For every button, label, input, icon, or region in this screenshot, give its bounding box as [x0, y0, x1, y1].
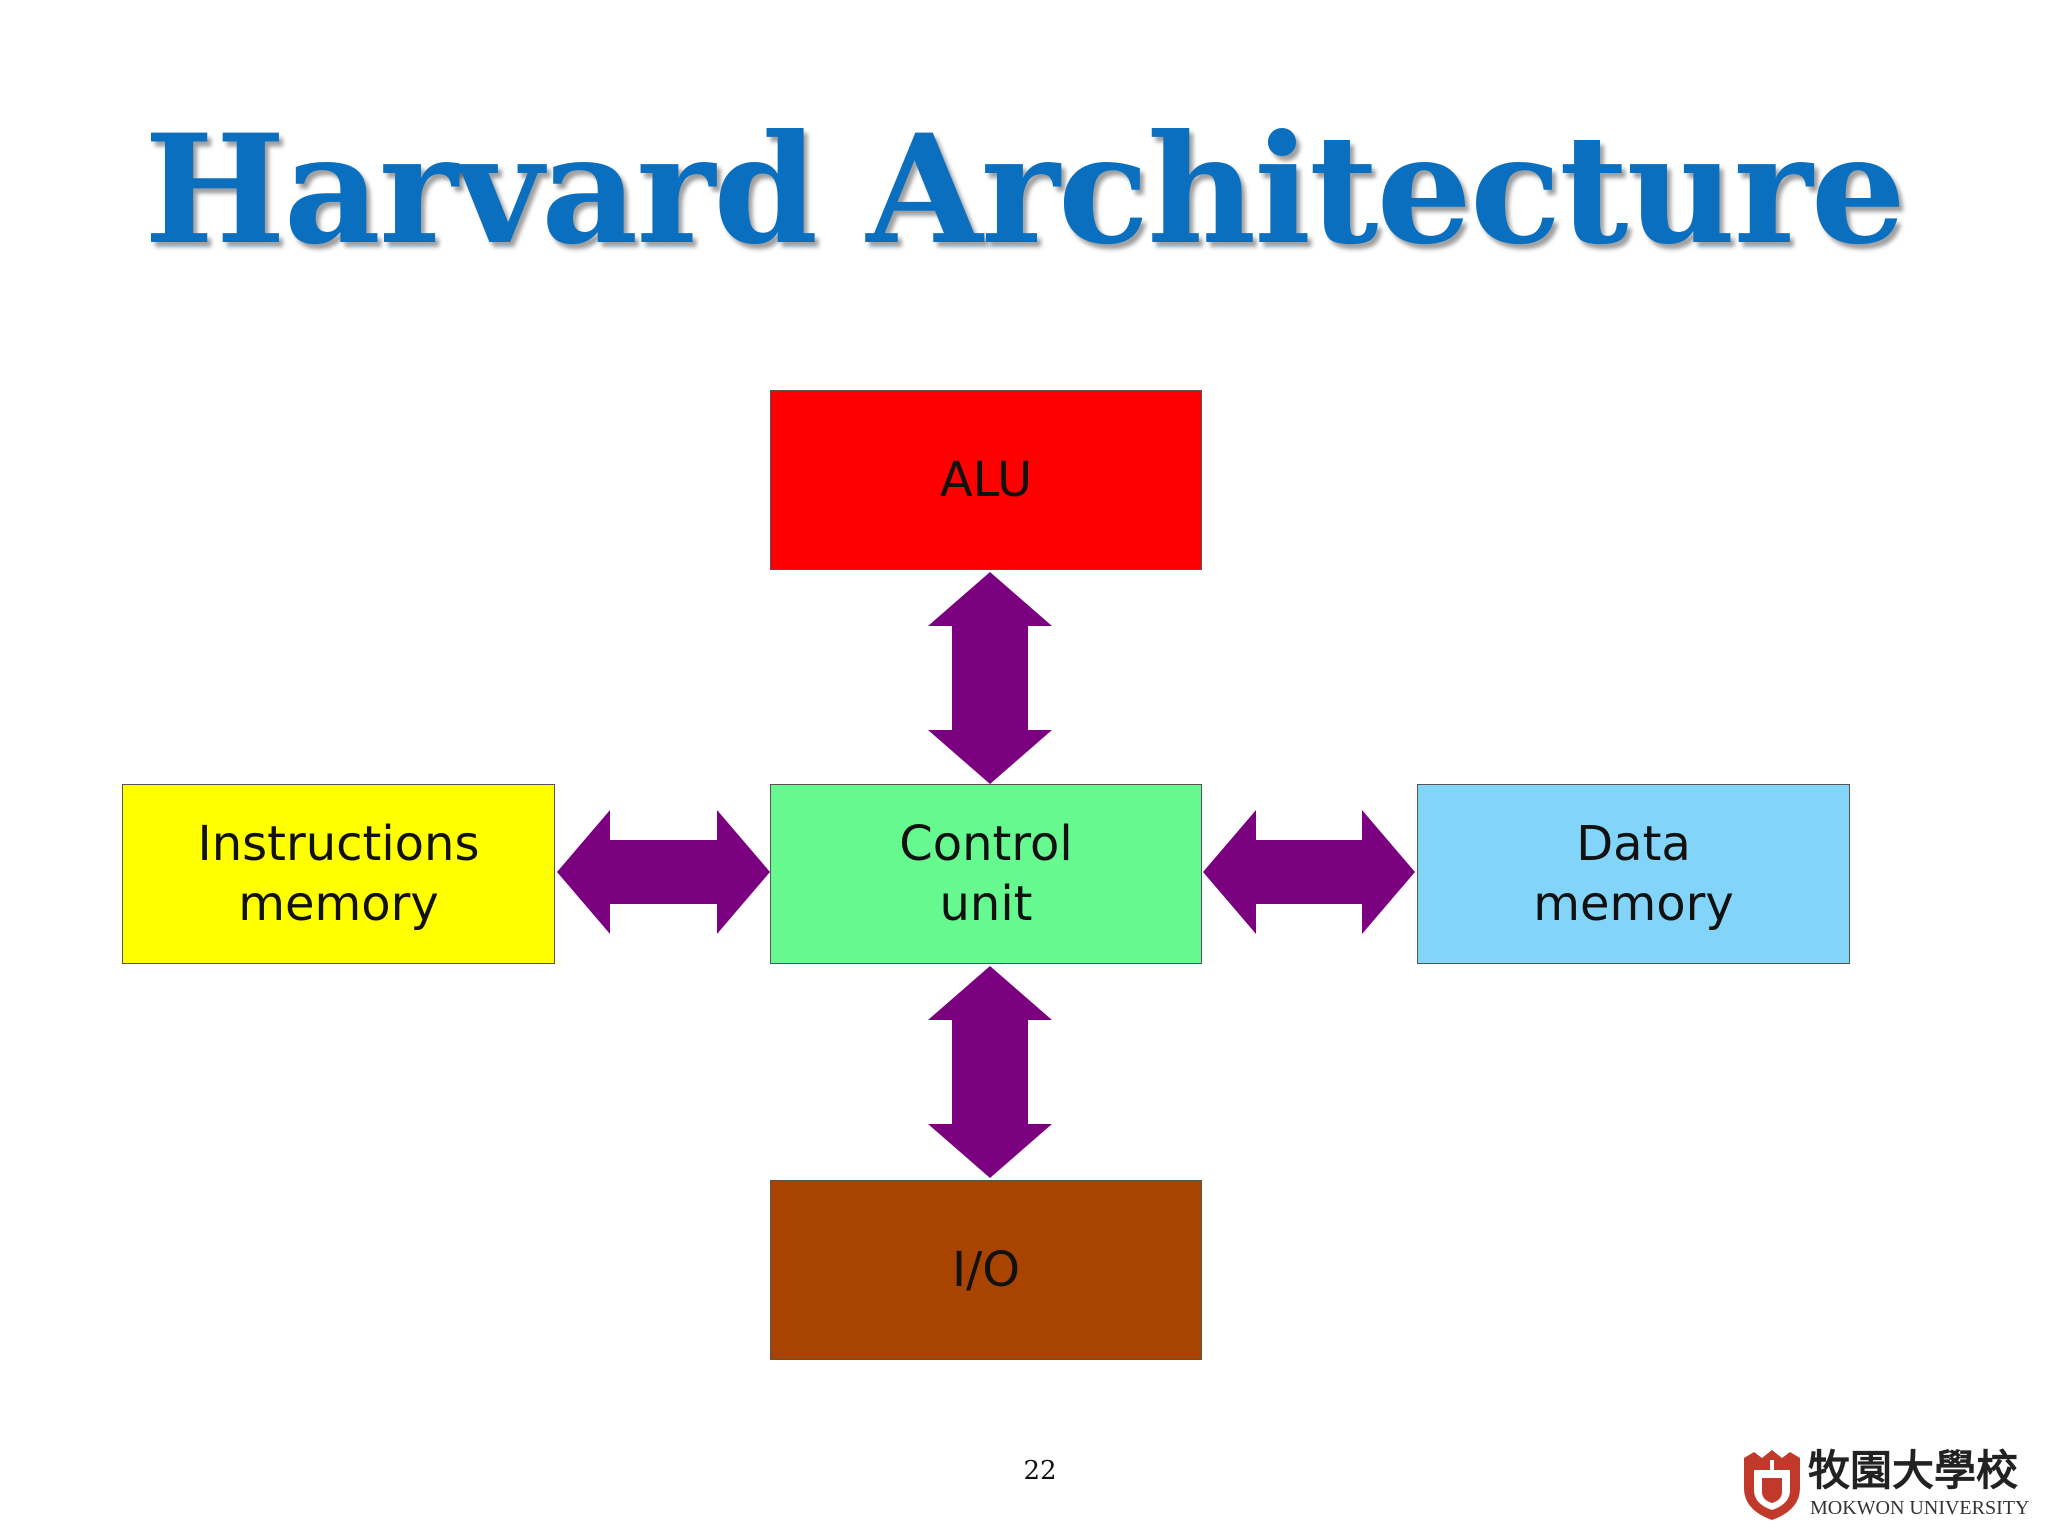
- alu-box: ALU: [770, 390, 1202, 570]
- logo-name-en: MOKWON UNIVERSITY: [1810, 1497, 2030, 1519]
- page-number: 22: [1023, 1456, 1057, 1486]
- instructions-memory-box: Instructions memory: [122, 784, 555, 964]
- slide-title: Harvard Architecture: [143, 102, 1906, 278]
- io-box: I/O: [770, 1180, 1202, 1360]
- arrow-instructions-control: [557, 810, 770, 934]
- arrow-control-io: [928, 966, 1052, 1178]
- logo-name-cjk: 牧園大學校: [1808, 1446, 2019, 1495]
- arrow-control-data: [1203, 810, 1415, 934]
- control-unit-box: Control unit: [770, 784, 1202, 964]
- arrow-control-alu: [928, 572, 1052, 784]
- data-memory-box: Data memory: [1417, 784, 1850, 964]
- university-logo: 牧園大學校 MOKWON UNIVERSITY: [1740, 1446, 2030, 1526]
- university-emblem-icon: [1744, 1450, 1800, 1520]
